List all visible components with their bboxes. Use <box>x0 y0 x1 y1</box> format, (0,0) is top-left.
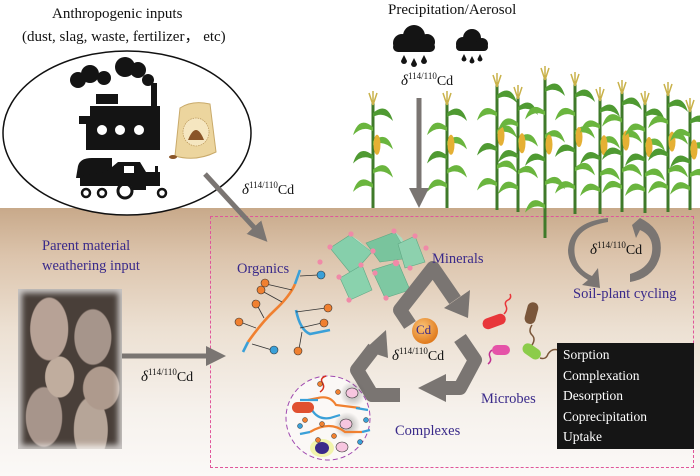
corn-plant-icon <box>427 91 467 208</box>
mineral-crystal-icon <box>317 228 429 303</box>
isotope-label-weathering: δ114/110Cd <box>141 367 194 385</box>
organic-atoms <box>234 270 333 356</box>
corn-plant-icon <box>477 73 517 210</box>
corn-plant-icon <box>648 82 688 212</box>
precipitation-title: Precipitation/Aerosol <box>388 2 517 18</box>
anthropogenic-title: Anthropogenic inputs <box>52 6 183 22</box>
cycle-arrows-icon <box>350 261 482 402</box>
corn-plant-icon <box>555 72 595 214</box>
parent-material-line1: Parent material <box>42 238 131 254</box>
cd-atom <box>412 318 438 344</box>
corn-plant-icon <box>498 85 538 212</box>
rain-cloud-icon <box>393 25 435 67</box>
complexes-icon <box>285 375 371 461</box>
soil-process-box <box>210 216 694 468</box>
soil-plant-cycle-icon <box>568 218 661 288</box>
organics-label: Organics <box>237 261 290 277</box>
fertilizer-bag-icon <box>169 102 217 159</box>
tractor-icon <box>76 158 168 200</box>
anthropogenic-arrow <box>203 172 268 242</box>
corn-plant-icon <box>670 98 700 210</box>
rock-wall-icon <box>18 289 122 449</box>
isotope-label-soil-plant: δ114/110Cd <box>590 240 643 258</box>
process-item: Coprecipitation <box>563 408 647 424</box>
corn-plant-icon <box>602 80 642 212</box>
anthropogenic-subtitle: (dust, slag, waste, fertilizer， etc) <box>22 29 226 45</box>
minerals-label: Minerals <box>432 251 484 267</box>
soil-plant-cycling-label: Soil-plant cycling <box>573 286 677 302</box>
corn-plant-icon <box>625 91 665 213</box>
bacteria-icon <box>482 293 559 365</box>
process-item: Complexation <box>563 367 640 383</box>
process-item: Uptake <box>563 429 602 444</box>
process-list: Sorption Complexation Desorption Copreci… <box>557 343 694 449</box>
microbes-label: Microbes <box>481 391 536 407</box>
corn-plant-icon <box>580 87 620 214</box>
organic-molecules <box>239 269 331 353</box>
isotope-label-anthropogenic: δ114/110Cd <box>242 180 295 198</box>
factory-icon <box>70 57 160 150</box>
rain-cloud-icon <box>456 29 488 64</box>
cd-label: Cd <box>416 322 432 337</box>
process-item: Desorption <box>563 388 623 403</box>
corn-field <box>353 66 700 238</box>
complexes-label: Complexes <box>395 423 461 439</box>
parent-material-label: Parent material weathering input <box>42 236 140 276</box>
isotope-label-precipitation: δ114/110Cd <box>401 71 454 89</box>
process-item: Sorption <box>563 347 610 362</box>
isotope-label-cycle: δ114/110Cd <box>392 346 445 364</box>
parent-material-line2: weathering input <box>42 258 140 274</box>
corn-plant-icon <box>525 66 565 238</box>
corn-plant-icon <box>353 91 393 208</box>
